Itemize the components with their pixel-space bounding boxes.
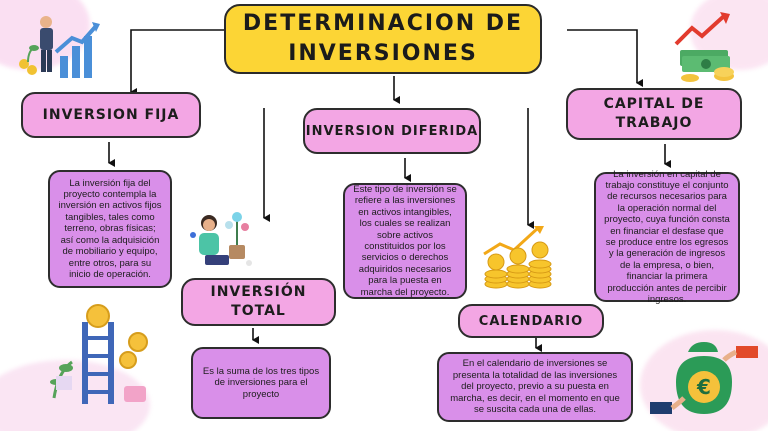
- desc-inversion-diferida: Este tipo de inversión se refiere a las …: [343, 183, 467, 299]
- person-plant-icon: [190, 212, 252, 266]
- node-inversion-total: INVERSIÓN TOTAL: [181, 278, 336, 326]
- node-capital-trabajo: CAPITAL DE TRABAJO: [566, 88, 742, 140]
- desc-inversion-fija: La inversión fija del proyecto contempla…: [48, 170, 172, 288]
- money-growth-icon: [674, 12, 734, 82]
- desc-inversion-total: Es la suma de los tres tipos de inversio…: [191, 347, 331, 419]
- money-ladder-icon: [50, 304, 148, 404]
- node-inversion-fija: INVERSION FIJA: [21, 92, 201, 138]
- node-calendario: CALENDARIO: [458, 304, 604, 338]
- svg-text:€: €: [696, 375, 711, 399]
- desc-capital-trabajo: La inversión en capital de trabajo const…: [594, 169, 740, 305]
- coins-chart-icon: [483, 226, 552, 289]
- diagram-title: DETERMINACION DE INVERSIONES: [224, 4, 542, 74]
- desc-calendario: En el calendario de inversiones se prese…: [437, 352, 633, 422]
- euro-bag-icon: €: [650, 342, 758, 414]
- businessman-growth-icon: [19, 16, 100, 78]
- node-inversion-diferida: INVERSION DIFERIDA: [303, 108, 481, 154]
